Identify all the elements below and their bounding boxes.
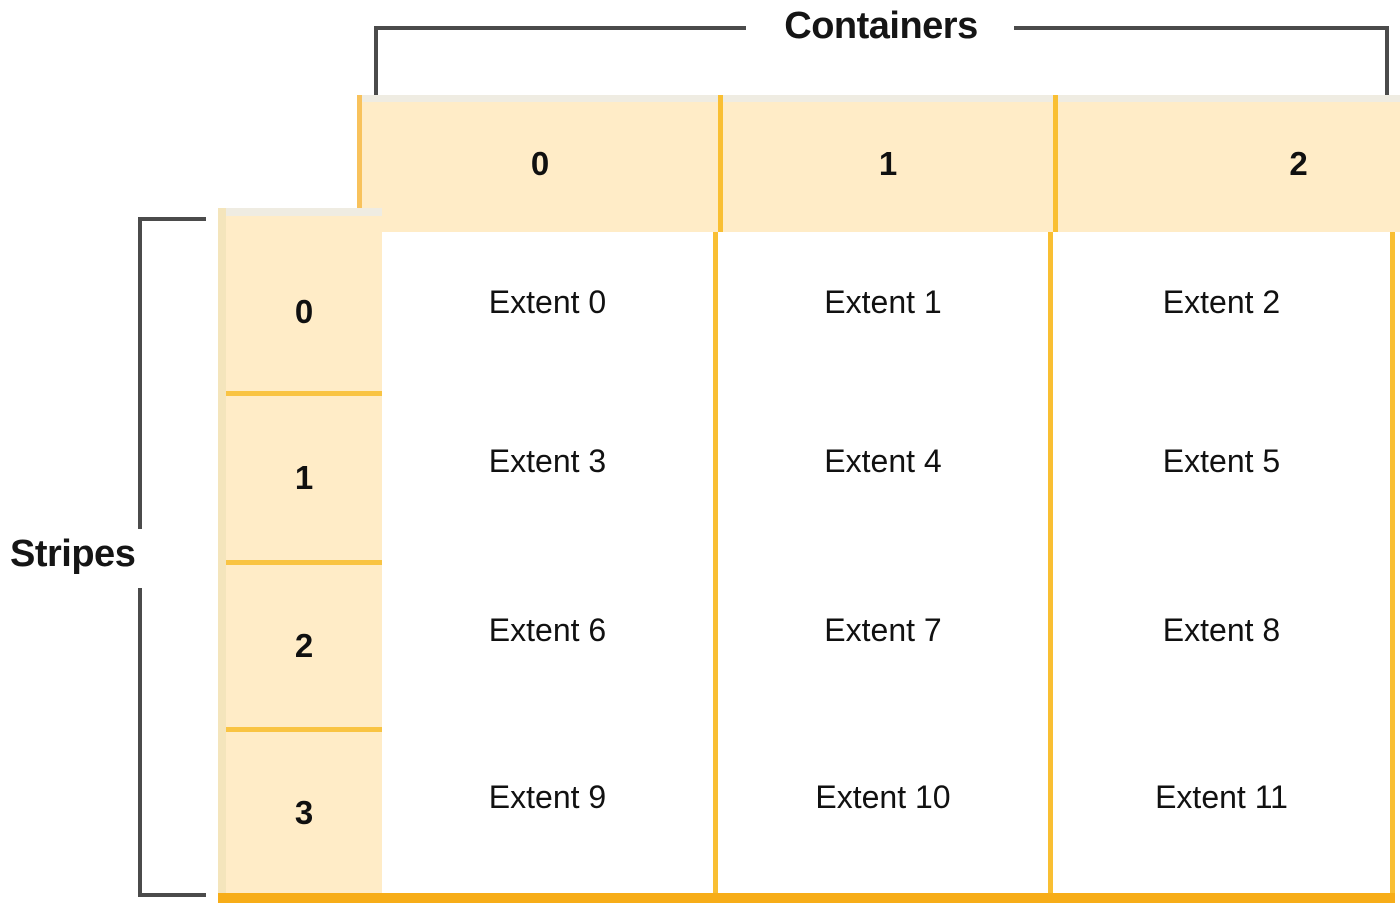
column-header-row: 0 1 2 — [357, 95, 1400, 232]
containers-bracket-right-leg — [1385, 26, 1389, 96]
row-header-column: 0 1 2 3 — [218, 208, 382, 893]
row-header-0: 0 — [294, 292, 314, 330]
table-cell: Extent 1 — [824, 284, 942, 320]
row-header-3: 3 — [294, 793, 314, 831]
containers-bracket-left-leg — [374, 26, 378, 96]
stripes-bracket-lower-leg — [138, 588, 142, 897]
data-column-separator-1 — [713, 232, 718, 893]
table-cell: Extent 5 — [1162, 443, 1281, 479]
containers-label: Containers — [784, 5, 978, 47]
table-cell: Extent 0 — [488, 284, 607, 320]
stripes-bracket-top-arm — [138, 217, 206, 221]
table-cell: Extent 7 — [824, 612, 942, 648]
data-column-separator-2 — [1048, 232, 1053, 893]
grid-bottom-rule — [218, 893, 1395, 903]
row-header-separator-1 — [226, 391, 382, 396]
stripes-label: Stripes — [10, 533, 136, 575]
row-header-2: 2 — [294, 627, 314, 664]
stripes-bracket-upper-leg — [138, 217, 142, 529]
row-header-separator-3 — [226, 727, 382, 732]
containers-bracket-left-arm — [374, 26, 746, 30]
table-cell: Extent 9 — [488, 779, 607, 815]
column-header-2: 2 — [1289, 144, 1308, 182]
table-cell: Extent 2 — [1162, 284, 1281, 320]
table-cell: Extent 4 — [824, 443, 942, 479]
table-cell: Extent 3 — [488, 443, 607, 479]
row-header-1: 1 — [294, 459, 314, 496]
row-header-separator-2 — [226, 560, 382, 565]
column-header-separator-2 — [1053, 95, 1058, 232]
table-cell: Extent 8 — [1162, 612, 1281, 648]
table-cell: Extent 11 — [1155, 779, 1288, 815]
data-area: Extent 0 Extent 1 Extent 2 Extent 3 Exte… — [382, 232, 1395, 893]
stripes-bracket-bottom-arm — [138, 893, 206, 897]
column-header-1: 1 — [878, 144, 898, 182]
column-header-0: 0 — [530, 144, 550, 182]
containers-bracket-right-arm — [1014, 26, 1389, 30]
column-header-separator-1 — [718, 95, 723, 232]
table-cell: Extent 6 — [488, 612, 607, 648]
table-cell: Extent 10 — [815, 779, 951, 815]
